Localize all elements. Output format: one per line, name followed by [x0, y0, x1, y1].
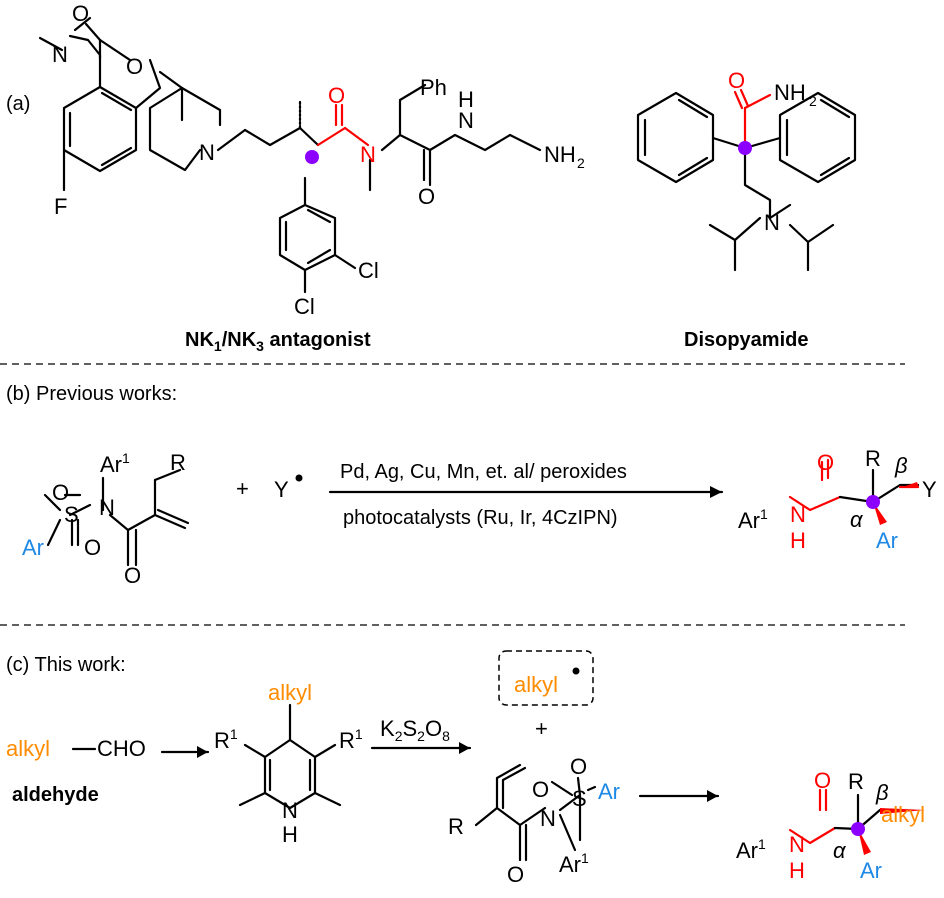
c-arrowhead-1	[197, 746, 208, 758]
disopyamide-nh2-sub: 2	[809, 93, 817, 109]
c-acryl-ar: Ar	[598, 779, 620, 804]
disopyamide-caption: Disopyamide	[684, 329, 808, 351]
b-conditions-top: Pd, Ag, Cu, Mn, et. al/ peroxides	[340, 461, 627, 483]
c-radical-alkyl: alkyl	[514, 672, 558, 697]
nk-n-methyl: N	[360, 142, 376, 167]
c-dhp-n: N	[282, 798, 298, 823]
b-prod-n: N	[790, 502, 806, 527]
c-aldehyde-caption: aldehyde	[12, 784, 99, 806]
b-o3: O	[124, 563, 141, 588]
c-dhp-r-left: R1	[214, 726, 238, 753]
nk-cl-meta: Cl	[358, 258, 379, 283]
c-acryl-s: S	[572, 786, 587, 811]
c-prod-alkyl: alkyl	[881, 802, 925, 827]
disopyamide-o: O	[728, 68, 745, 93]
b-radical-dot	[295, 474, 303, 482]
c-arrowhead-2	[459, 742, 470, 754]
c-acryl-o1: O	[532, 777, 549, 802]
c-dhp-structure	[238, 703, 342, 810]
b-ar1: Ar1	[100, 450, 130, 477]
c-aldehyde-cho: CHO	[97, 736, 146, 761]
b-prod-h: H	[790, 528, 806, 553]
nk-nh2-sub: 2	[577, 155, 585, 171]
b-prod-ar: Ar	[876, 528, 898, 553]
b-prod-y: Y	[922, 477, 937, 502]
c-aldehyde-alkyl: alkyl	[6, 736, 50, 761]
disopyamide-nh2: NH	[774, 80, 806, 105]
c-acryl-n: N	[540, 806, 556, 831]
nk-antagonist-structure	[38, 16, 542, 294]
c-acryl-o2: O	[570, 754, 587, 779]
section-a-label: (a)	[6, 93, 30, 115]
b-arrowhead	[710, 486, 722, 498]
section-c-label: (c) This work:	[6, 654, 126, 676]
nk-n-ring: N	[52, 42, 68, 67]
b-prod-ar1: Ar1	[738, 506, 768, 533]
nk-antagonist-caption: NK1/NK3 antagonist	[185, 329, 371, 354]
c-prod-o: O	[814, 768, 831, 793]
b-r: R	[170, 450, 186, 475]
c-oxidant: K2S2O8	[380, 716, 450, 744]
disopyamide-n: N	[764, 210, 780, 235]
c-dhp-alkyl: alkyl	[268, 680, 312, 705]
b-plus: +	[236, 476, 249, 501]
nk-o2: O	[418, 184, 435, 209]
b-o1: O	[52, 480, 69, 505]
c-prod-alpha: α	[833, 838, 847, 863]
c-prod-h: H	[789, 858, 805, 883]
c-radical-dot	[572, 667, 580, 675]
c-dhp-r-right: R1	[339, 726, 363, 753]
c-acryl-o3: O	[507, 862, 524, 887]
nk-nh2: NH	[544, 142, 576, 167]
c-plus: +	[535, 716, 548, 741]
nk-cl-para: Cl	[294, 294, 315, 319]
b-ar: Ar	[22, 535, 44, 560]
nk-o-carbonyl: O	[72, 1, 89, 26]
b-prod-r: R	[865, 446, 881, 471]
nk-nh-n: N	[458, 108, 474, 133]
c-prod-r: R	[848, 769, 864, 794]
b-prod-alpha: α	[850, 507, 864, 532]
c-prod-beta: β	[875, 780, 889, 805]
b-o2: O	[84, 535, 101, 560]
b-n: N	[99, 495, 115, 520]
b-radical-y: Y	[274, 477, 289, 502]
b-conditions-bottom: photocatalysts (Ru, Ir, 4CzIPN)	[343, 507, 618, 529]
section-b-label: (b) Previous works:	[6, 383, 177, 405]
b-s: S	[64, 502, 79, 527]
disopyamide-structure	[636, 88, 857, 272]
nk-ph: Ph	[420, 75, 447, 100]
nk-n-piperidine: N	[199, 140, 215, 165]
nk-o-ring: O	[126, 54, 143, 79]
c-acryl-ar1: Ar1	[559, 850, 589, 877]
c-prod-ar1: Ar1	[736, 836, 766, 863]
b-product-structure	[788, 458, 920, 525]
b-reactant-structure	[43, 468, 190, 567]
c-prod-ar: Ar	[860, 858, 882, 883]
c-prod-n: N	[789, 832, 805, 857]
c-arrowhead-3	[707, 790, 718, 802]
nk-nh-h: H	[458, 87, 474, 112]
c-radical-box	[498, 650, 594, 706]
c-product-structure	[788, 788, 925, 855]
c-acryl-r: R	[448, 814, 464, 839]
b-prod-beta: β	[894, 453, 908, 478]
b-prod-o: O	[817, 450, 834, 475]
c-dhp-h: H	[282, 822, 298, 847]
nk-o-amide: O	[328, 83, 345, 108]
c-acrylamide-structure	[474, 763, 597, 862]
nk-fluorine: F	[54, 194, 67, 219]
